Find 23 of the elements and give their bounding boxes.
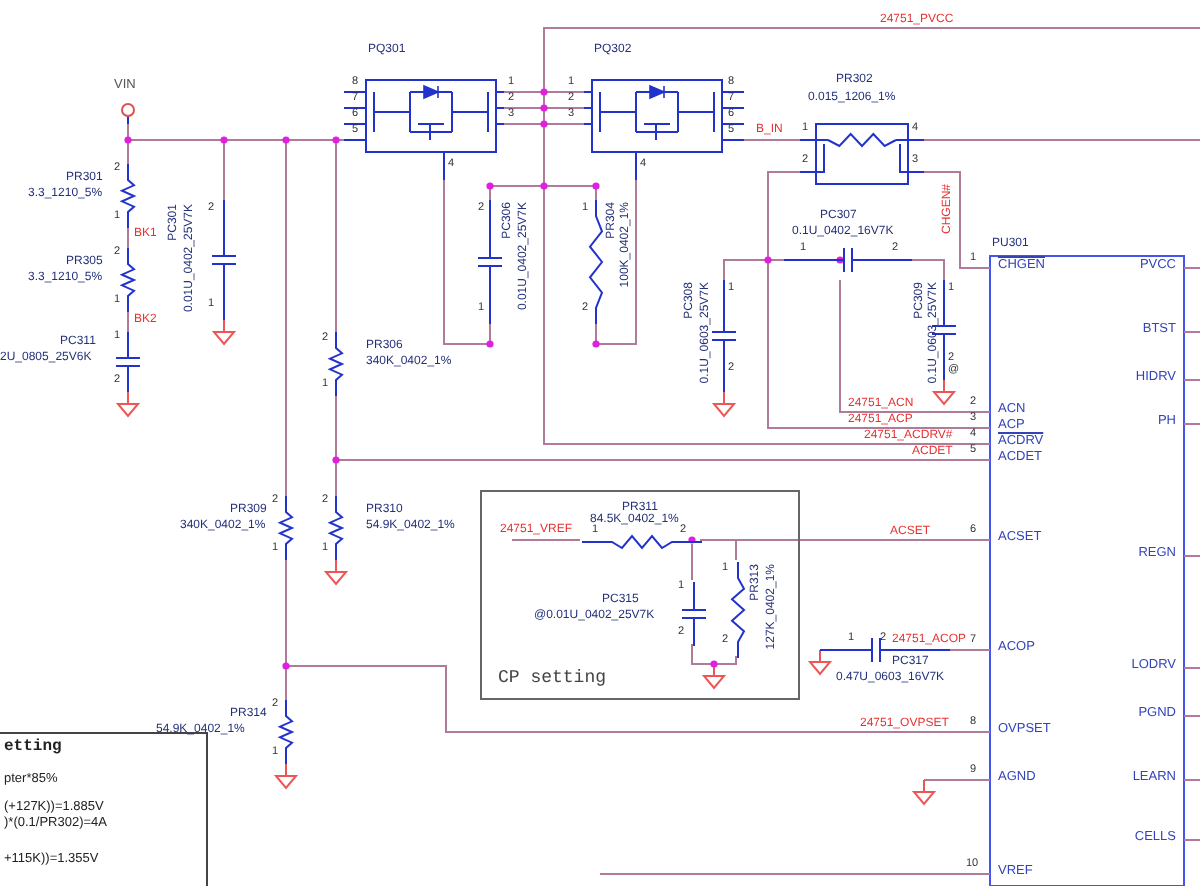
- wire: [543, 123, 965, 445]
- wire: [127, 123, 287, 497]
- wire: [443, 179, 491, 345]
- wire: [595, 179, 637, 345]
- wire: [923, 171, 965, 269]
- wire: [699, 539, 737, 561]
- wire: [691, 643, 737, 665]
- wire: [911, 259, 945, 281]
- group-title: CP setting: [498, 670, 607, 688]
- wire: [691, 543, 693, 581]
- wire: [767, 171, 965, 429]
- wire: [949, 649, 965, 651]
- note-text: etting: [4, 740, 62, 756]
- wire: [489, 185, 597, 201]
- wire: [743, 139, 801, 141]
- wire: [839, 279, 965, 413]
- wire: [285, 559, 965, 733]
- note-box: [0, 732, 208, 886]
- wire: [127, 227, 129, 249]
- wire: [503, 91, 585, 125]
- wire: [335, 395, 337, 497]
- group-box: [480, 490, 800, 700]
- wire: [127, 311, 129, 333]
